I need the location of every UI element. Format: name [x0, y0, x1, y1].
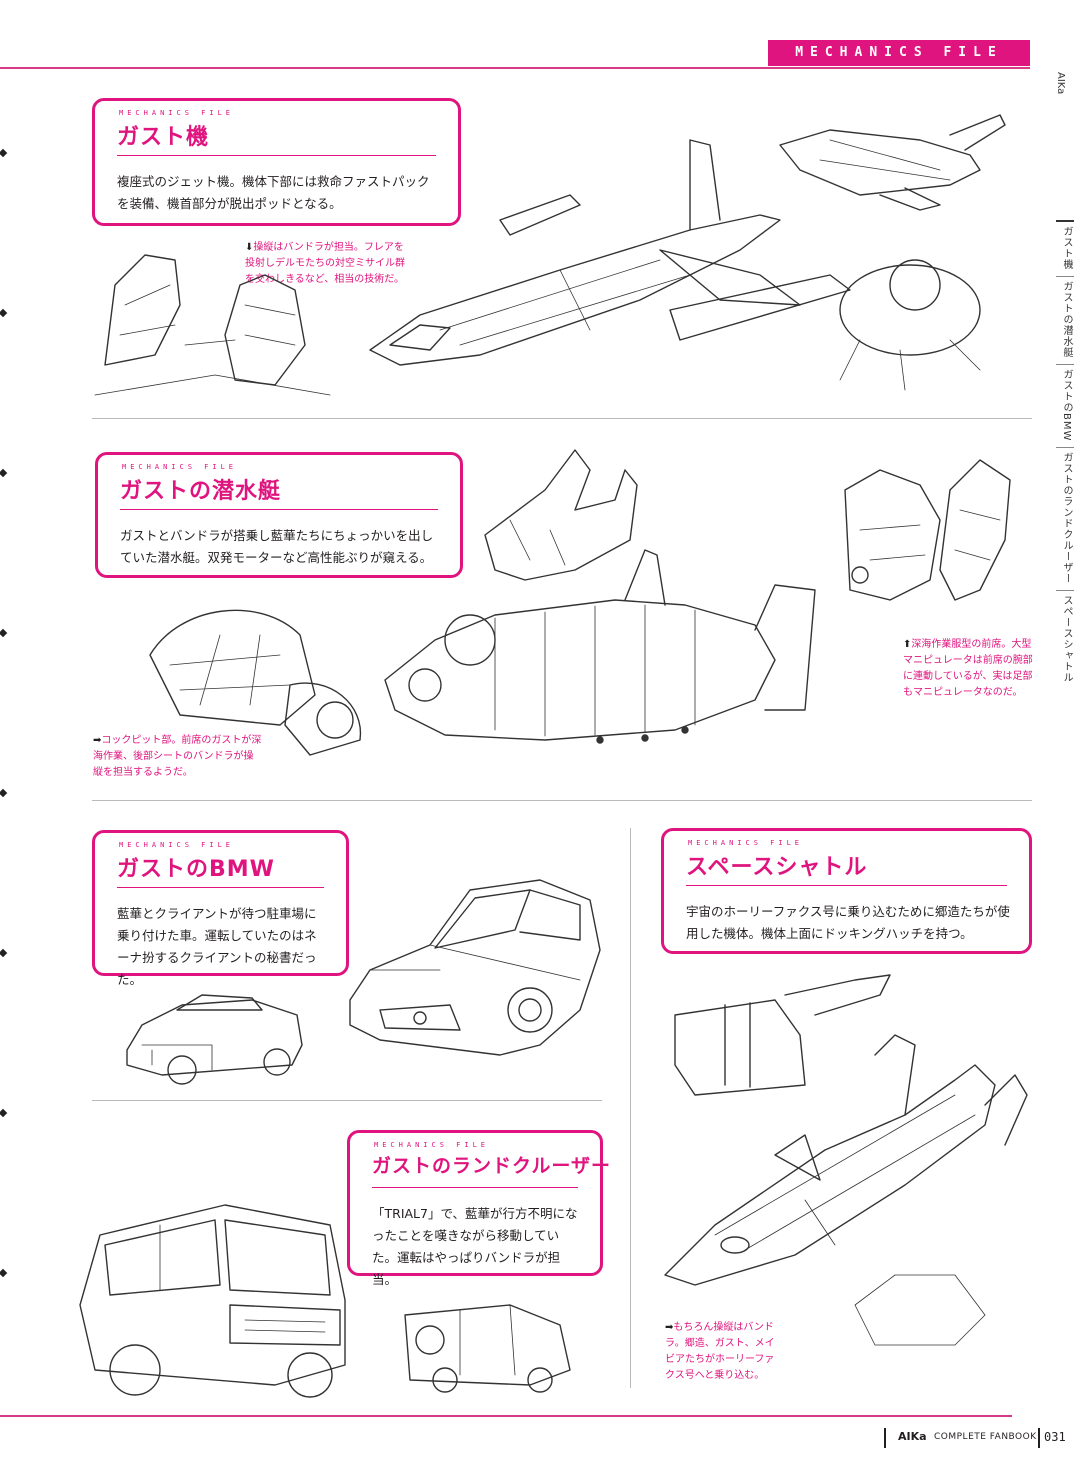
- footer-title: COMPLETE FANBOOK: [934, 1432, 1037, 1442]
- binding-mark: [0, 948, 8, 958]
- card-title: ガストのランドクルーザー: [372, 1155, 612, 1177]
- submarine-illustration: [384, 449, 816, 744]
- arrow-down-icon: ⬇: [245, 242, 254, 253]
- card-title: ガスト機: [117, 125, 210, 150]
- side-nav-item-bmw: ガストのBMW: [1056, 364, 1074, 447]
- space-shuttle-illustration: [664, 974, 1028, 1346]
- caption-text: 操縦はバンドラが担当。フレアを投射しデルモたちの対空ミサイル群を交わしきるなど、…: [245, 242, 405, 285]
- header-rule: [0, 67, 1030, 69]
- card-body: ガストとバンドラが搭乗し藍華たちにちょっかいを出していた潜水艇。双発モーターなど…: [120, 528, 434, 565]
- bmw-illustration: [349, 879, 601, 1056]
- card-kicker: MECHANICS FILE: [374, 1141, 490, 1149]
- submarine-cockpit-sketch: [149, 609, 362, 756]
- caption-text: もちろん操縦はバンドラ。郷造、ガスト、メイビアたちがホーリーファクス号へと乗り込…: [665, 1322, 775, 1381]
- card-title: ガストの潜水艇: [120, 479, 282, 504]
- card-bmw: MECHANICS FILE ガストのBMW 藍華とクライアントが待つ駐車場に乗…: [92, 830, 349, 987]
- page-number: 031: [1044, 1430, 1066, 1444]
- bmw-rear-sketch: [126, 994, 303, 1085]
- card-body: 藍華とクライアントが待つ駐車場に乗り付けた車。運転していたのはネーナ扮するクライ…: [117, 906, 317, 987]
- card-rule: [117, 887, 324, 888]
- caption-text: コックピット部。前席のガストが深海作業、後部シートのバンドラが操縦を担当するよう…: [93, 735, 262, 778]
- card-kicker: MECHANICS FILE: [688, 839, 804, 847]
- side-nav: ガスト機 ガストの潜水艇 ガストのBMW ガストのランドクルーザー スペースシャ…: [1050, 220, 1080, 689]
- column-divider: [630, 828, 631, 1388]
- footer-bar: [884, 1428, 886, 1448]
- side-nav-item-space-shuttle: スペースシャトル: [1056, 590, 1074, 689]
- footer-brand: AIKa: [898, 1430, 927, 1443]
- binding-mark: [0, 1268, 8, 1278]
- binding-mark: [0, 308, 8, 318]
- card-rule: [686, 885, 1007, 886]
- section-divider: [92, 800, 1032, 801]
- header-tag: MECHANICS FILE: [768, 40, 1030, 66]
- edge-label: AIKa: [1055, 72, 1066, 95]
- arrow-right-icon: ➡: [93, 735, 102, 746]
- card-space-shuttle: MECHANICS FILE スペースシャトル 宇宙のホーリーファクス号に乗り込…: [661, 828, 1032, 954]
- card-kicker: MECHANICS FILE: [122, 463, 238, 471]
- binding-mark: [0, 1108, 8, 1118]
- binding-mark: [0, 148, 8, 158]
- caption-deep-sea-suit: ⬆深海作業服型の前席。大型マニピュレータは前席の腕部に連動しているが、実は足部も…: [903, 637, 1033, 701]
- footer-rule: [0, 1415, 1012, 1417]
- section-divider: [92, 1100, 602, 1101]
- card-rule: [117, 155, 436, 156]
- landcruiser-illustration: [79, 1204, 346, 1398]
- arrow-right-icon: ➡: [665, 1322, 674, 1333]
- deep-sea-suit-sketch: [844, 459, 1011, 601]
- card-rule: [372, 1187, 578, 1188]
- section-divider: [92, 418, 1032, 419]
- side-nav-item-landcruiser: ガストのランドクルーザー: [1056, 447, 1074, 590]
- card-body: 複座式のジェット機。機体下部には救命ファストパックを装備、機首部分が脱出ポッドと…: [117, 174, 430, 211]
- card-kicker: MECHANICS FILE: [119, 841, 235, 849]
- caption-submarine-cockpit: ➡コックピット部。前席のガストが深海作業、後部シートのバンドラが操縦を担当するよ…: [93, 733, 263, 781]
- gust-jet-cockpit-sketch: [94, 254, 331, 396]
- card-gust-jet: MECHANICS FILE ガスト機 複座式のジェット機。機体下部には救命ファ…: [92, 98, 461, 226]
- binding-mark: [0, 788, 8, 798]
- card-landcruiser: MECHANICS FILE ガストのランドクルーザー 「TRIAL7」で、藍華…: [347, 1130, 610, 1287]
- caption-text: 深海作業服型の前席。大型マニピュレータは前席の腕部に連動しているが、実は足部もマ…: [903, 639, 1033, 698]
- card-kicker: MECHANICS FILE: [119, 109, 235, 117]
- card-submarine: MECHANICS FILE ガストの潜水艇 ガストとバンドラが搭乗し藍華たちに…: [95, 452, 463, 578]
- caption-space-shuttle: ➡もちろん操縦はバンドラ。郷造、ガスト、メイビアたちがホーリーファクス号へと乗り…: [665, 1320, 775, 1384]
- binding-mark: [0, 468, 8, 478]
- footer-bar: [1038, 1428, 1040, 1448]
- card-body: 宇宙のホーリーファクス号に乗り込むために郷造たちが使用した機体。機体上面にドッキ…: [686, 904, 1010, 941]
- card-body: 「TRIAL7」で、藍華が行方不明になったことを嘆きながら移動していた。運転はや…: [372, 1206, 578, 1287]
- caption-gust-jet: ⬇操縦はバンドラが担当。フレアを投射しデルモたちの対空ミサイル群を交わしきるなど…: [245, 240, 407, 288]
- card-rule: [120, 509, 438, 510]
- binding-mark: [0, 628, 8, 638]
- side-nav-item-gust-jet: ガスト機: [1056, 220, 1074, 276]
- gust-jet-illustration: [369, 114, 1006, 391]
- card-title: ガストのBMW: [117, 857, 275, 882]
- card-title: スペースシャトル: [686, 855, 868, 880]
- side-nav-item-submarine: ガストの潜水艇: [1056, 276, 1074, 364]
- landcruiser-rear-sketch: [404, 1304, 571, 1393]
- arrow-up-icon: ⬆: [903, 639, 912, 650]
